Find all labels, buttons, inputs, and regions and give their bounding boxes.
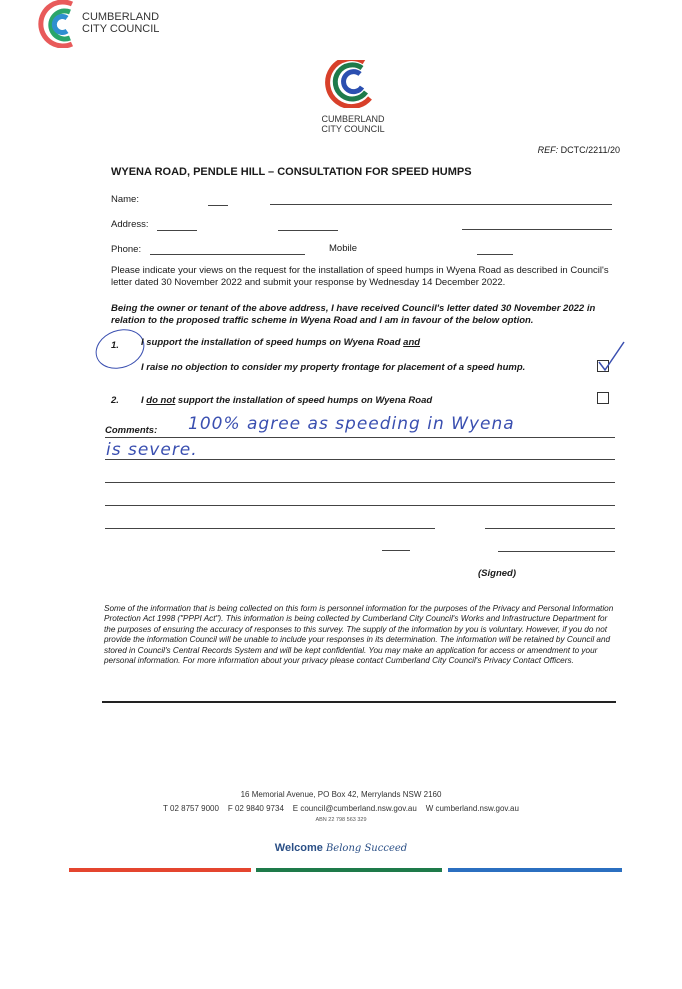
form-title: WYENA ROAD, PENDLE HILL – CONSULTATION F… <box>111 166 472 178</box>
tagline-welcome: Welcome <box>274 842 323 854</box>
comments-line-1[interactable] <box>105 437 615 438</box>
footer-contact: T 02 8757 9000 F 02 9840 9734 E council@… <box>163 804 519 813</box>
statement-paragraph: Being the owner or tenant of the above a… <box>111 303 596 326</box>
blue-bar <box>448 868 622 872</box>
option-2-checkbox[interactable] <box>597 392 609 404</box>
comments-handwriting-1: 100% agree as speeding in Wyena <box>188 414 515 434</box>
intro-paragraph: Please indicate your views on the reques… <box>111 265 609 288</box>
council-logo <box>32 0 80 53</box>
phone-label: Phone: <box>111 244 142 255</box>
option-1-text: I support the installation of speed hump… <box>141 337 420 349</box>
address-field-line2[interactable] <box>278 230 338 231</box>
signature-line[interactable] <box>498 551 615 552</box>
option-2-pre: I <box>141 395 147 406</box>
logo-line2: CITY COUNCIL <box>82 23 160 35</box>
mobile-label: Mobile <box>329 243 357 254</box>
comments-line-6[interactable] <box>485 528 615 529</box>
phone-field[interactable] <box>150 254 305 255</box>
mobile-field[interactable] <box>477 254 513 255</box>
comments-handwriting-2: is severe. <box>106 440 198 460</box>
name-field[interactable] <box>208 205 228 206</box>
option-2-emph: do not <box>146 395 176 406</box>
letter-logo-line2: CITY COUNCIL <box>321 124 385 134</box>
ref-value: DCTC/2211/20 <box>560 145 620 155</box>
privacy-notice: Some of the information that is being co… <box>104 604 614 666</box>
option-2-post: support the installation of speed humps … <box>175 395 433 406</box>
comments-line-3[interactable] <box>105 482 615 483</box>
ref-label: REF: <box>537 145 559 155</box>
comments-line-2[interactable] <box>105 459 615 460</box>
comments-label: Comments: <box>105 425 158 436</box>
option-1-and: and <box>403 337 421 348</box>
option-2-text: I do not support the installation of spe… <box>141 395 432 407</box>
red-bar <box>69 868 251 872</box>
tagline-rest: Belong Succeed <box>325 843 408 854</box>
green-bar <box>256 868 442 872</box>
address-label: Address: <box>111 219 149 230</box>
footer-address: 16 Memorial Avenue, PO Box 42, Merryland… <box>240 790 442 799</box>
logo-icon <box>38 0 74 49</box>
address-field-line3[interactable] <box>462 229 612 230</box>
footer-abn: ABN 22 798 563 329 <box>315 817 367 823</box>
option-1-line1: I support the installation of speed hump… <box>141 337 401 348</box>
reference: REF: DCTC/2211/20 <box>538 144 620 156</box>
name-field-line[interactable] <box>270 204 612 205</box>
option-1-line2: I raise no objection to consider my prop… <box>141 362 526 373</box>
option-1-number: 1. <box>111 340 119 351</box>
comments-line-5[interactable] <box>105 528 435 529</box>
name-label: Name: <box>111 194 139 205</box>
letter-logo <box>322 56 380 113</box>
letter-logo-icon <box>325 56 372 110</box>
footer-tagline: Welcome Belong Succeed <box>0 842 682 854</box>
logo-line1: CUMBERLAND <box>82 11 160 23</box>
checkmark-icon <box>598 341 625 372</box>
divider <box>102 701 616 703</box>
signed-label: (Signed) <box>478 568 516 579</box>
date-line[interactable] <box>382 550 410 551</box>
option-2-number: 2. <box>111 395 119 406</box>
address-field[interactable] <box>157 230 197 231</box>
comments-line-4[interactable] <box>105 505 615 506</box>
letter-logo-line1: CUMBERLAND <box>321 114 385 124</box>
